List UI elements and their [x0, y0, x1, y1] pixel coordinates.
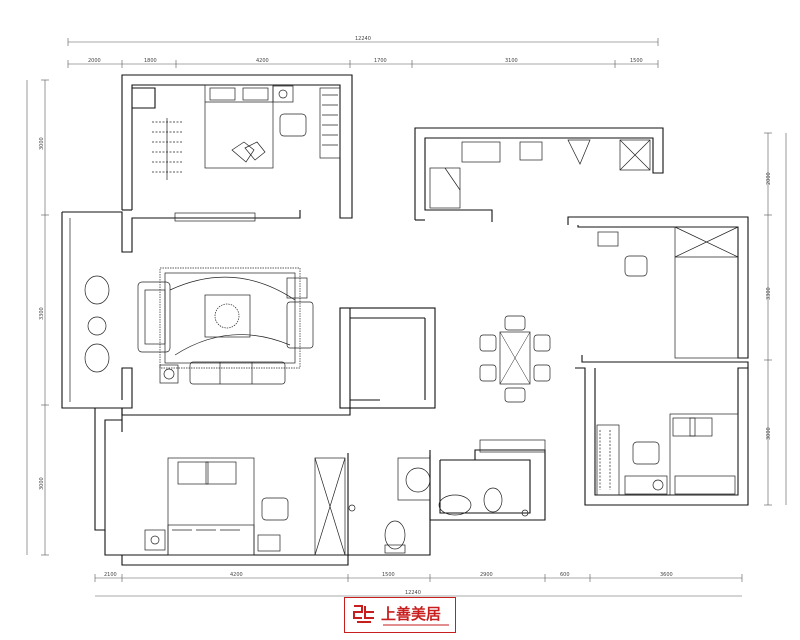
dining-table-set: [479, 315, 551, 403]
vanity: [479, 439, 546, 453]
sw-chair-icon: [261, 497, 289, 521]
sink-2-icon: [438, 494, 472, 516]
armchair-icon: [279, 113, 307, 137]
top-dimension-labels: 12240 2000 1800 4200 1700 3100 1500: [88, 36, 643, 64]
left-seg-1: 3000: [39, 137, 45, 150]
right-dimension-lines: [764, 132, 787, 506]
top-seg-5: 3100: [505, 58, 518, 64]
brand-logo: 上善美居: [344, 597, 456, 633]
se-wardrobe: [596, 424, 620, 496]
plant-pot-icon: [84, 275, 110, 305]
ne-chair-icon: [624, 255, 648, 277]
appliance-icon: [619, 139, 651, 171]
top-seg-3: 4200: [256, 58, 269, 64]
bottom-seg-1: 2100: [104, 572, 117, 578]
rug: [159, 267, 301, 369]
tv-cabinet: [174, 212, 256, 222]
side-table: [159, 364, 179, 384]
sw-wardrobe: [314, 457, 346, 556]
right-seg-2: 3300: [766, 287, 772, 300]
right-dimension-labels: 2000 3300 3000: [766, 172, 772, 440]
master-bed: [204, 84, 274, 169]
se-bedroom-furniture: [596, 413, 739, 496]
se-chair-icon: [632, 441, 660, 465]
fridge-icon: [429, 167, 461, 209]
sofa-left: [137, 281, 171, 353]
armchair-right: [286, 301, 314, 349]
bottom-dimension-lines: [94, 574, 743, 597]
ne-wardrobe: [674, 226, 739, 359]
corner-sink-icon: [567, 139, 591, 165]
bottom-seg-3: 1500: [382, 572, 395, 578]
brand-underline: [383, 624, 449, 626]
basin-icon: [405, 467, 431, 493]
toilet-icon: [384, 520, 406, 550]
left-seg-2: 3300: [39, 307, 45, 320]
bottom-seg-4: 2900: [480, 572, 493, 578]
walls: [61, 74, 749, 566]
bottom-dimension-labels: 2100 4200 1500 2900 600 3600 12240: [104, 572, 673, 596]
master-bedroom-furniture: [152, 84, 341, 222]
toilet-2-icon: [483, 487, 503, 513]
nightstand-icon: [272, 85, 294, 103]
dining-table: [499, 331, 531, 385]
left-dimension-lines: [26, 79, 49, 556]
round-table-icon: [87, 316, 107, 336]
right-seg-3: 3000: [766, 427, 772, 440]
sink-icon: [461, 141, 501, 163]
se-bed: [669, 413, 739, 496]
living-room-furniture: [69, 218, 314, 402]
top-seg-2: 1800: [144, 58, 157, 64]
kitchen-furniture: [429, 139, 651, 209]
bottom-seg-2: 4200: [230, 572, 243, 578]
bottom-seg-6: 3600: [660, 572, 673, 578]
top-seg-6: 1500: [630, 58, 643, 64]
brand-mark-icon: [353, 605, 374, 623]
brand-name: 上善美居: [381, 605, 442, 623]
top-seg-4: 1700: [374, 58, 387, 64]
bottom-seg-5: 600: [560, 572, 570, 578]
bottom-overall-label: 12240: [405, 590, 421, 596]
bathroom-fixtures: [348, 439, 546, 554]
right-seg-1: 2000: [766, 172, 772, 185]
left-dimension-labels: 3000 3300 3000: [39, 137, 45, 490]
plant-pot-icon: [84, 343, 110, 373]
shower-area: [397, 457, 431, 501]
top-dimension-lines: [67, 38, 659, 68]
stove-icon: [519, 141, 543, 161]
coffee-table: [204, 294, 251, 338]
ne-desk-icon: [597, 231, 619, 247]
sofa-bottom: [189, 361, 286, 385]
top-seg-1: 2000: [88, 58, 101, 64]
ne-bedroom-furniture: [597, 226, 739, 359]
sw-bedroom-furniture: [104, 440, 346, 556]
left-seg-3: 3000: [39, 477, 45, 490]
sw-bed: [167, 457, 255, 556]
sw-nightstand-icon: [144, 529, 166, 551]
top-overall-label: 12240: [355, 36, 371, 42]
wardrobe: [319, 87, 341, 159]
